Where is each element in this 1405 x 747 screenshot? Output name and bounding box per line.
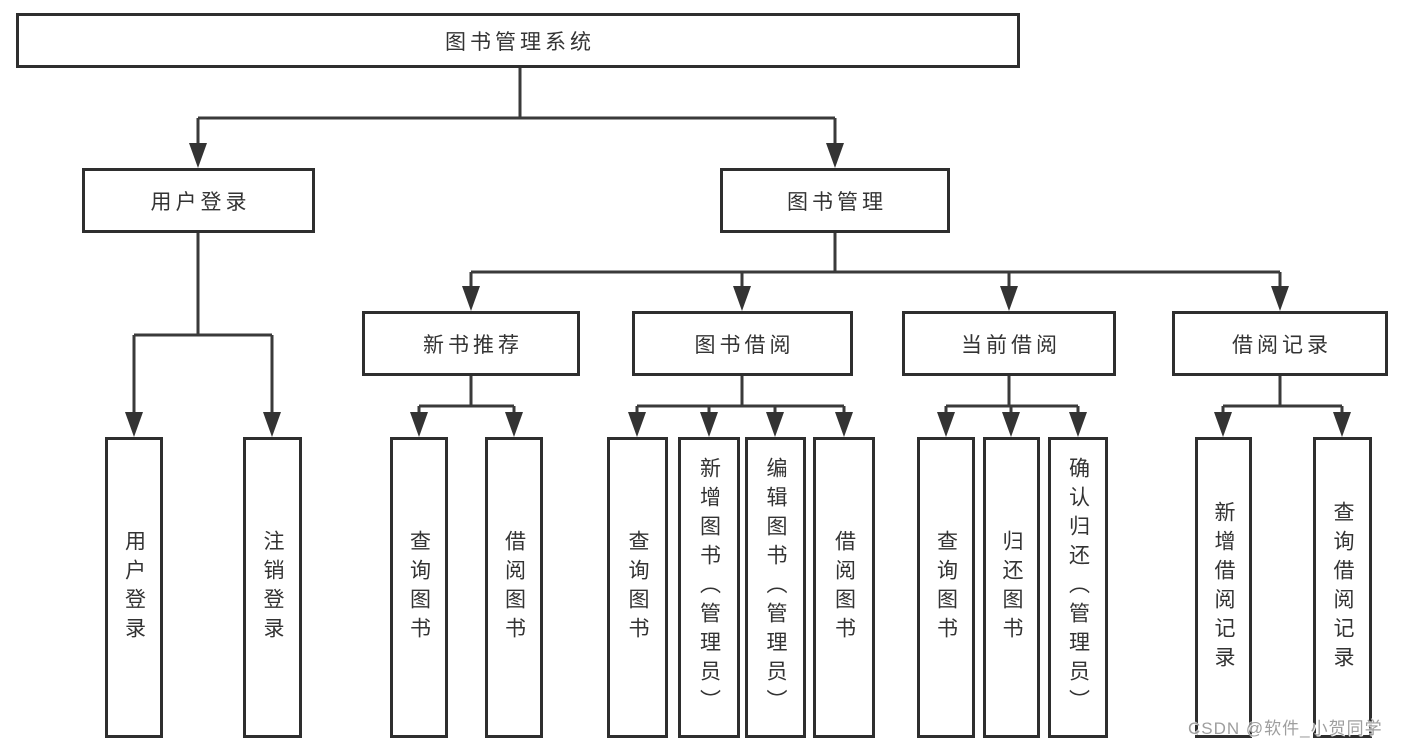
csdn-watermark: CSDN @软件_小贺同学 xyxy=(1188,719,1383,738)
leaf-edit-book-admin: 编辑图书（管理员） xyxy=(745,437,806,738)
arrowheads-root xyxy=(189,143,844,168)
arrowheads-borrow-records xyxy=(1214,412,1351,437)
leaf-user-login: 用户登录 xyxy=(105,437,163,738)
arrowheads-new-book-recommend xyxy=(410,412,523,437)
connector-user-login xyxy=(132,233,274,418)
leaf-query-books-recommend: 查询图书 xyxy=(390,437,448,738)
node-book-borrow: 图书借阅 xyxy=(632,311,853,376)
arrowheads-current-borrow xyxy=(937,412,1087,437)
leaf-add-book-admin: 新增图书（管理员） xyxy=(678,437,740,738)
node-borrow-records: 借阅记录 xyxy=(1172,311,1388,376)
node-root: 图书管理系统 xyxy=(16,13,1020,68)
leaf-query-borrow-record: 查询借阅记录 xyxy=(1313,437,1372,738)
arrowheads-user-login xyxy=(125,412,281,437)
leaf-query-books-current: 查询图书 xyxy=(917,437,975,738)
leaf-return-book: 归还图书 xyxy=(983,437,1040,738)
node-user-login: 用户登录 xyxy=(82,168,315,233)
arrowheads-book-borrow xyxy=(628,412,853,437)
leaf-borrow-books-recommend: 借阅图书 xyxy=(485,437,543,738)
connector-borrow-records xyxy=(1221,376,1344,418)
node-new-book-recommend: 新书推荐 xyxy=(362,311,580,376)
connector-root xyxy=(196,68,837,150)
leaf-logout: 注销登录 xyxy=(243,437,302,738)
connector-book-borrow xyxy=(635,376,846,418)
arrowheads-book-management xyxy=(462,286,1289,311)
connector-new-book-recommend xyxy=(417,376,516,418)
node-book-management: 图书管理 xyxy=(720,168,950,233)
node-current-borrow: 当前借阅 xyxy=(902,311,1116,376)
leaf-confirm-return-admin: 确认归还（管理员） xyxy=(1048,437,1108,738)
leaf-add-borrow-record: 新增借阅记录 xyxy=(1195,437,1252,738)
connector-current-borrow xyxy=(944,376,1080,418)
connector-book-management xyxy=(469,233,1282,292)
leaf-borrow-books: 借阅图书 xyxy=(813,437,875,738)
leaf-query-books-borrow: 查询图书 xyxy=(607,437,668,738)
